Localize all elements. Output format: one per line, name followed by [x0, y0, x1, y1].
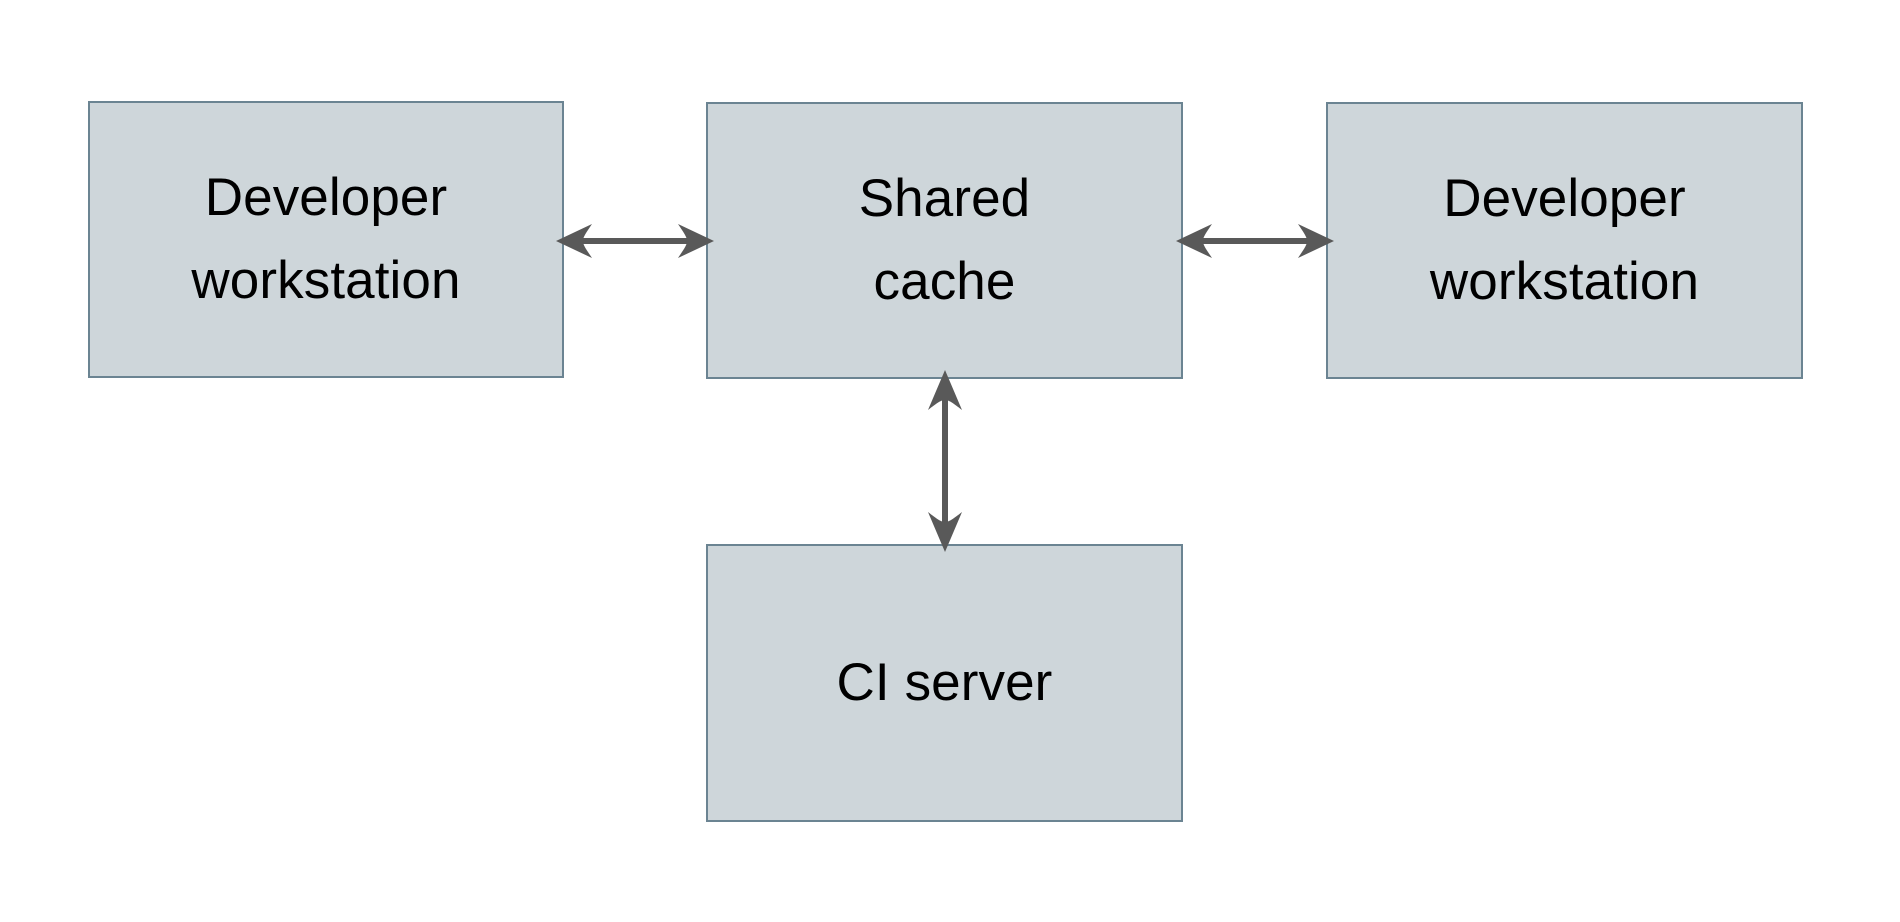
double-arrow-horizontal-icon — [1176, 224, 1334, 258]
edge-developer-workstation-left-to-shared-cache — [556, 206, 714, 276]
node-developer-workstation-right[interactable]: Developer workstation — [1326, 102, 1803, 379]
node-label: Shared cache — [858, 168, 1031, 311]
edge-shared-cache-to-developer-workstation-right — [1176, 206, 1334, 276]
double-arrow-horizontal-icon — [556, 224, 714, 258]
node-shared-cache[interactable]: Shared cache — [706, 102, 1183, 379]
node-label: CI server — [836, 652, 1053, 712]
node-label: Developer workstation — [1429, 168, 1700, 311]
node-label: Developer workstation — [191, 167, 461, 310]
node-ci-server[interactable]: CI server — [706, 544, 1183, 822]
edge-shared-cache-to-ci-server — [910, 370, 982, 552]
node-developer-workstation-left[interactable]: Developer workstation — [88, 101, 564, 378]
double-arrow-vertical-icon — [928, 370, 962, 552]
